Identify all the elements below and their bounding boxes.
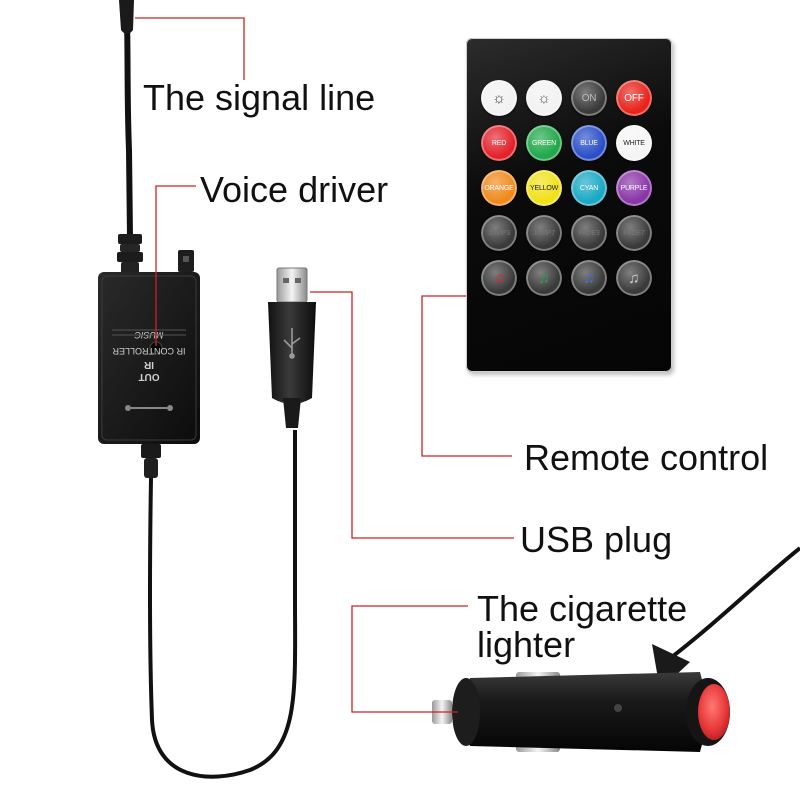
remote-button-jump3[interactable]: JUMP3 <box>481 215 517 251</box>
main-cable <box>148 430 298 779</box>
remote-button-label: BLUE <box>580 139 598 147</box>
cigarette-lighter-label-line1: The cigarette <box>477 588 688 629</box>
remote-button-label: OFF <box>624 92 644 104</box>
remote-button-label: JUMP7 <box>533 229 555 237</box>
lighter-cable <box>666 546 800 662</box>
sun-bright-icon: ☼ <box>492 89 506 107</box>
remote-button-label: RED <box>491 139 507 147</box>
remote-button-music-note-green[interactable]: ♫ <box>526 260 562 296</box>
controller-title-text: IR CONTROLLER <box>112 346 186 356</box>
leader-usb-plug <box>310 291 514 539</box>
remote-button-cyan[interactable]: CYAN <box>571 170 607 206</box>
remote-button-sun-dim[interactable]: ☼ <box>526 80 562 116</box>
remote-button-orange[interactable]: ORANGE <box>481 170 517 206</box>
leader-voice-driver <box>155 185 196 346</box>
controller-out-text: OUT <box>138 371 159 382</box>
remote-button-green[interactable]: GREEN <box>526 125 562 161</box>
music-note-green-icon: ♫ <box>538 269 550 287</box>
remote-button-on[interactable]: ON <box>571 80 607 116</box>
remote-button-label: FADE3 <box>578 229 600 237</box>
ir-controller-box: OUT IR IR CONTROLLER MUSIC <box>98 250 200 478</box>
usb-plug-label: USB plug <box>520 519 673 560</box>
remote-button-label: PURPLE <box>620 184 648 192</box>
remote-control-label: Remote control <box>524 437 769 478</box>
leader-remote-control <box>421 295 512 457</box>
music-note-blue-icon: ♫ <box>583 269 595 287</box>
remote-button-fade7[interactable]: FADE7 <box>616 215 652 251</box>
remote-button-jump7[interactable]: JUMP7 <box>526 215 562 251</box>
remote-button-grid: ☼ ☼ ON OFF RED GREEN BLUE WHITE ORANGE YELLOW CYAN… <box>481 80 652 296</box>
leader-cigarette-lighter <box>351 605 468 713</box>
remote-button-music-note-red[interactable]: ♫ <box>481 260 517 296</box>
remote-button-blue[interactable]: BLUE <box>571 125 607 161</box>
remote-button-label: ORANGE <box>484 184 514 192</box>
remote-button-yellow[interactable]: YELLOW <box>526 170 562 206</box>
voice-driver-label: Voice driver <box>200 169 389 210</box>
controller-ir-text: IR <box>143 359 154 370</box>
remote-button-label: ON <box>581 92 597 104</box>
remote-control: ☼ ☼ ON OFF RED GREEN BLUE WHITE ORANGE YELLOW CYAN… <box>466 38 672 372</box>
remote-button-fade3[interactable]: FADE3 <box>571 215 607 251</box>
remote-button-label: JUMP3 <box>488 229 510 237</box>
remote-button-label: WHITE <box>623 139 645 147</box>
remote-button-label: FADE7 <box>623 229 645 237</box>
signal-line-label: The signal line <box>143 77 376 118</box>
music-note-red-icon: ♫ <box>493 269 505 287</box>
leader-lines <box>135 17 514 713</box>
remote-button-music-note-blue[interactable]: ♫ <box>571 260 607 296</box>
leader-signal-line <box>135 17 245 80</box>
cigarette-lighter-label-line2: lighter <box>477 624 576 665</box>
remote-button-music-note-white[interactable]: ♫ <box>616 260 652 296</box>
sun-dim-icon: ☼ <box>537 89 551 107</box>
remote-button-label: CYAN <box>579 184 599 192</box>
usb-plug <box>268 267 316 428</box>
remote-button-off[interactable]: OFF <box>616 80 652 116</box>
remote-button-white[interactable]: WHITE <box>616 125 652 161</box>
remote-button-purple[interactable]: PURPLE <box>616 170 652 206</box>
remote-button-label: YELLOW <box>530 184 558 192</box>
signal-line-cable <box>117 0 143 274</box>
remote-button-label: GREEN <box>532 139 556 147</box>
lighter-red-tip <box>698 684 730 740</box>
cigarette-lighter-plug <box>432 644 730 752</box>
music-note-white-icon: ♫ <box>628 269 640 287</box>
remote-button-sun-bright[interactable]: ☼ <box>481 80 517 116</box>
usb-symbol-icon <box>283 328 301 359</box>
remote-button-red[interactable]: RED <box>481 125 517 161</box>
